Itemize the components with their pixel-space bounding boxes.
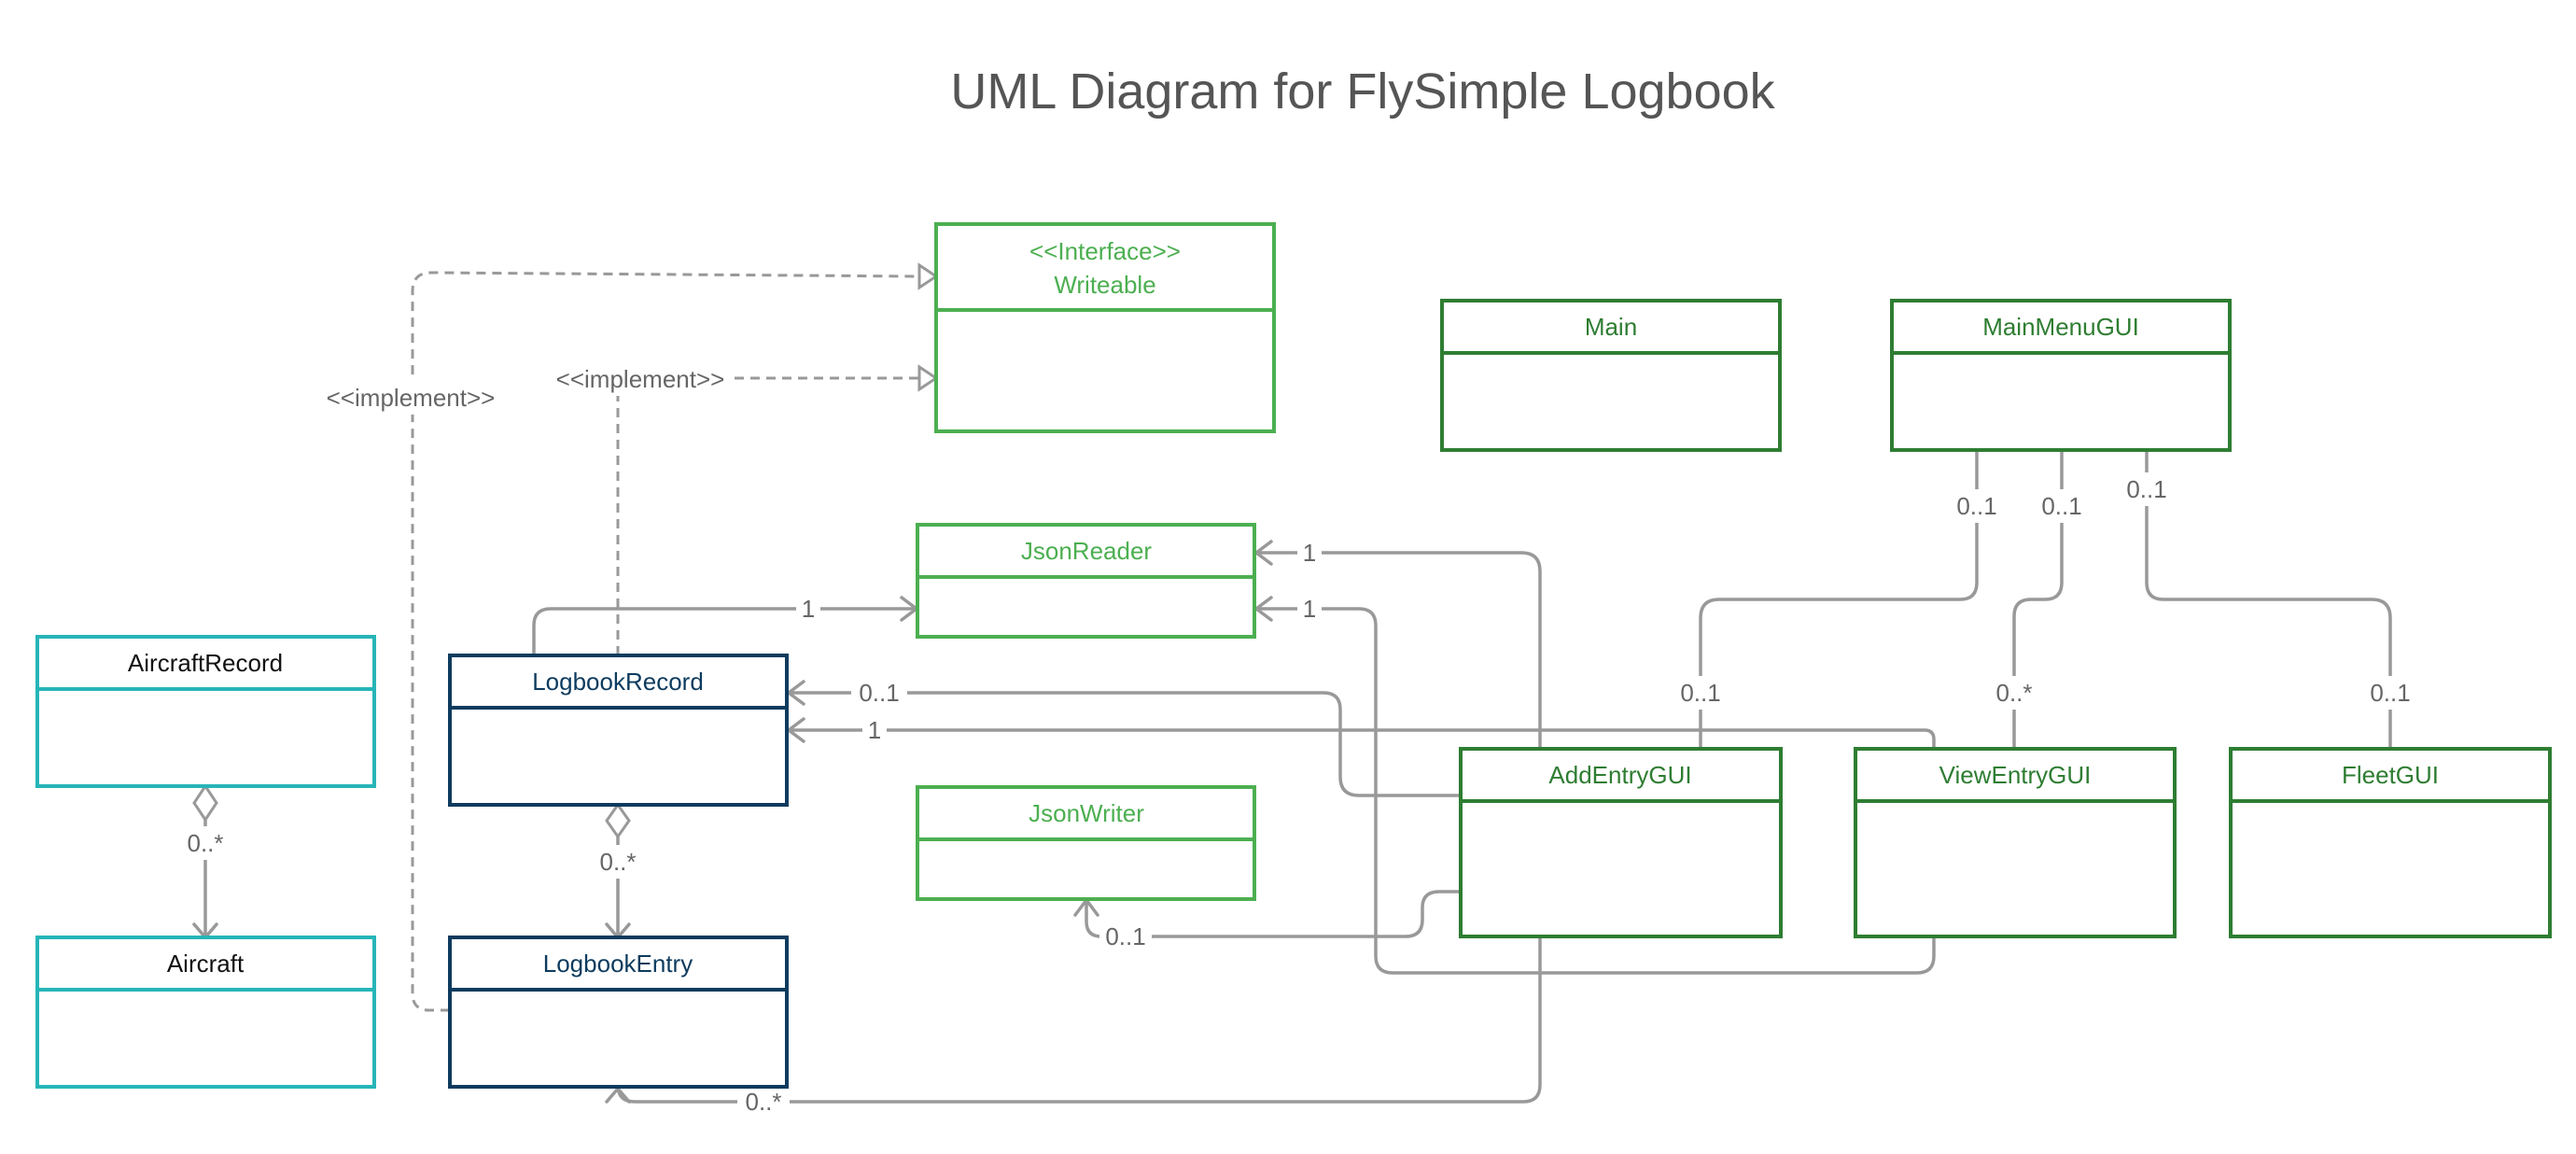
view-reader-multiplicity: 1: [1303, 595, 1316, 623]
aggregation-logbookrecord-logbookentry: [605, 802, 631, 939]
assoc-mainmenugui-viewentrygui: [2012, 450, 2064, 749]
class-jsonwriter-name: JsonWriter: [1029, 799, 1144, 827]
class-logbookrecord-name: LogbookRecord: [532, 668, 704, 696]
assoc-viewentrygui-logbookrecord: [787, 717, 1936, 749]
assoc-mainmenugui-fleetgui: [2145, 450, 2392, 749]
view-record-multiplicity: 1: [868, 716, 881, 744]
mm-fleet-src-multiplicity: 0..1: [2126, 475, 2166, 503]
add-record-multiplicity: 0..1: [859, 679, 899, 707]
aggregation-aircraftrecord-aircraft: [192, 783, 218, 939]
class-aircraft[interactable]: Aircraft: [35, 936, 376, 1089]
mm-view-src-multiplicity: 0..1: [2041, 492, 2081, 520]
mm-add-src-multiplicity: 0..1: [1956, 492, 1996, 520]
class-viewentrygui[interactable]: ViewEntryGUI: [1854, 747, 2177, 938]
add-writer-multiplicity: 0..1: [1105, 922, 1145, 950]
assoc-mainmenugui-addentrygui: [1699, 450, 1979, 749]
logbook-aggregation-multiplicity: 0..*: [599, 848, 636, 876]
diagram-title: UML Diagram for FlySimple Logbook: [950, 63, 1775, 120]
mm-add-dst-multiplicity: 0..1: [1680, 679, 1720, 707]
class-mainmenugui[interactable]: MainMenuGUI: [1890, 299, 2232, 452]
implement-label-right: <<implement>>: [556, 365, 725, 393]
aircraft-aggregation-multiplicity: 0..*: [187, 829, 223, 857]
class-logbookrecord[interactable]: LogbookRecord: [448, 654, 789, 807]
class-main-name: Main: [1585, 313, 1637, 341]
class-logbookentry-name: LogbookEntry: [543, 950, 693, 978]
mm-view-dst-multiplicity: 0..*: [1995, 679, 2032, 707]
class-jsonreader-name: JsonReader: [1021, 537, 1153, 565]
class-aircraftrecord-name: AircraftRecord: [128, 649, 283, 677]
implement-connector-logbookentry-writeable: [411, 262, 939, 1012]
class-jsonreader[interactable]: JsonReader: [916, 523, 1256, 639]
class-addentrygui[interactable]: AddEntryGUI: [1459, 747, 1783, 938]
add-reader-multiplicity: 1: [1303, 539, 1316, 567]
connector-labels: <<implement>> <<implement>> 0..1 0..1 0.…: [179, 362, 2416, 1119]
class-addentrygui-name: AddEntryGUI: [1548, 761, 1691, 789]
class-jsonwriter[interactable]: JsonWriter: [916, 785, 1256, 901]
class-aircraft-name: Aircraft: [167, 950, 245, 978]
assoc-logbookrecord-jsonreader: [532, 596, 918, 655]
class-aircraftrecord[interactable]: AircraftRecord: [35, 635, 376, 788]
implement-connector-logbookrecord-writeable: [616, 364, 939, 655]
record-reader-multiplicity: 1: [802, 595, 815, 623]
implement-label-left: <<implement>>: [327, 384, 496, 412]
class-fleetgui[interactable]: FleetGUI: [2229, 747, 2552, 938]
add-entry-multiplicity: 0..*: [745, 1088, 781, 1116]
assoc-addentrygui-jsonreader: [1254, 540, 1542, 749]
class-fleetgui-name: FleetGUI: [2342, 761, 2439, 789]
class-writeable[interactable]: <<Interface>> Writeable: [934, 222, 1276, 433]
class-main[interactable]: Main: [1440, 299, 1782, 452]
mm-fleet-dst-multiplicity: 0..1: [2370, 679, 2410, 707]
class-writeable-stereotype: <<Interface>>: [1029, 237, 1181, 265]
class-viewentrygui-name: ViewEntryGUI: [1939, 761, 2092, 789]
class-mainmenugui-name: MainMenuGUI: [1982, 313, 2139, 341]
class-logbookentry[interactable]: LogbookEntry: [448, 936, 789, 1089]
class-writeable-name: Writeable: [1054, 271, 1155, 299]
